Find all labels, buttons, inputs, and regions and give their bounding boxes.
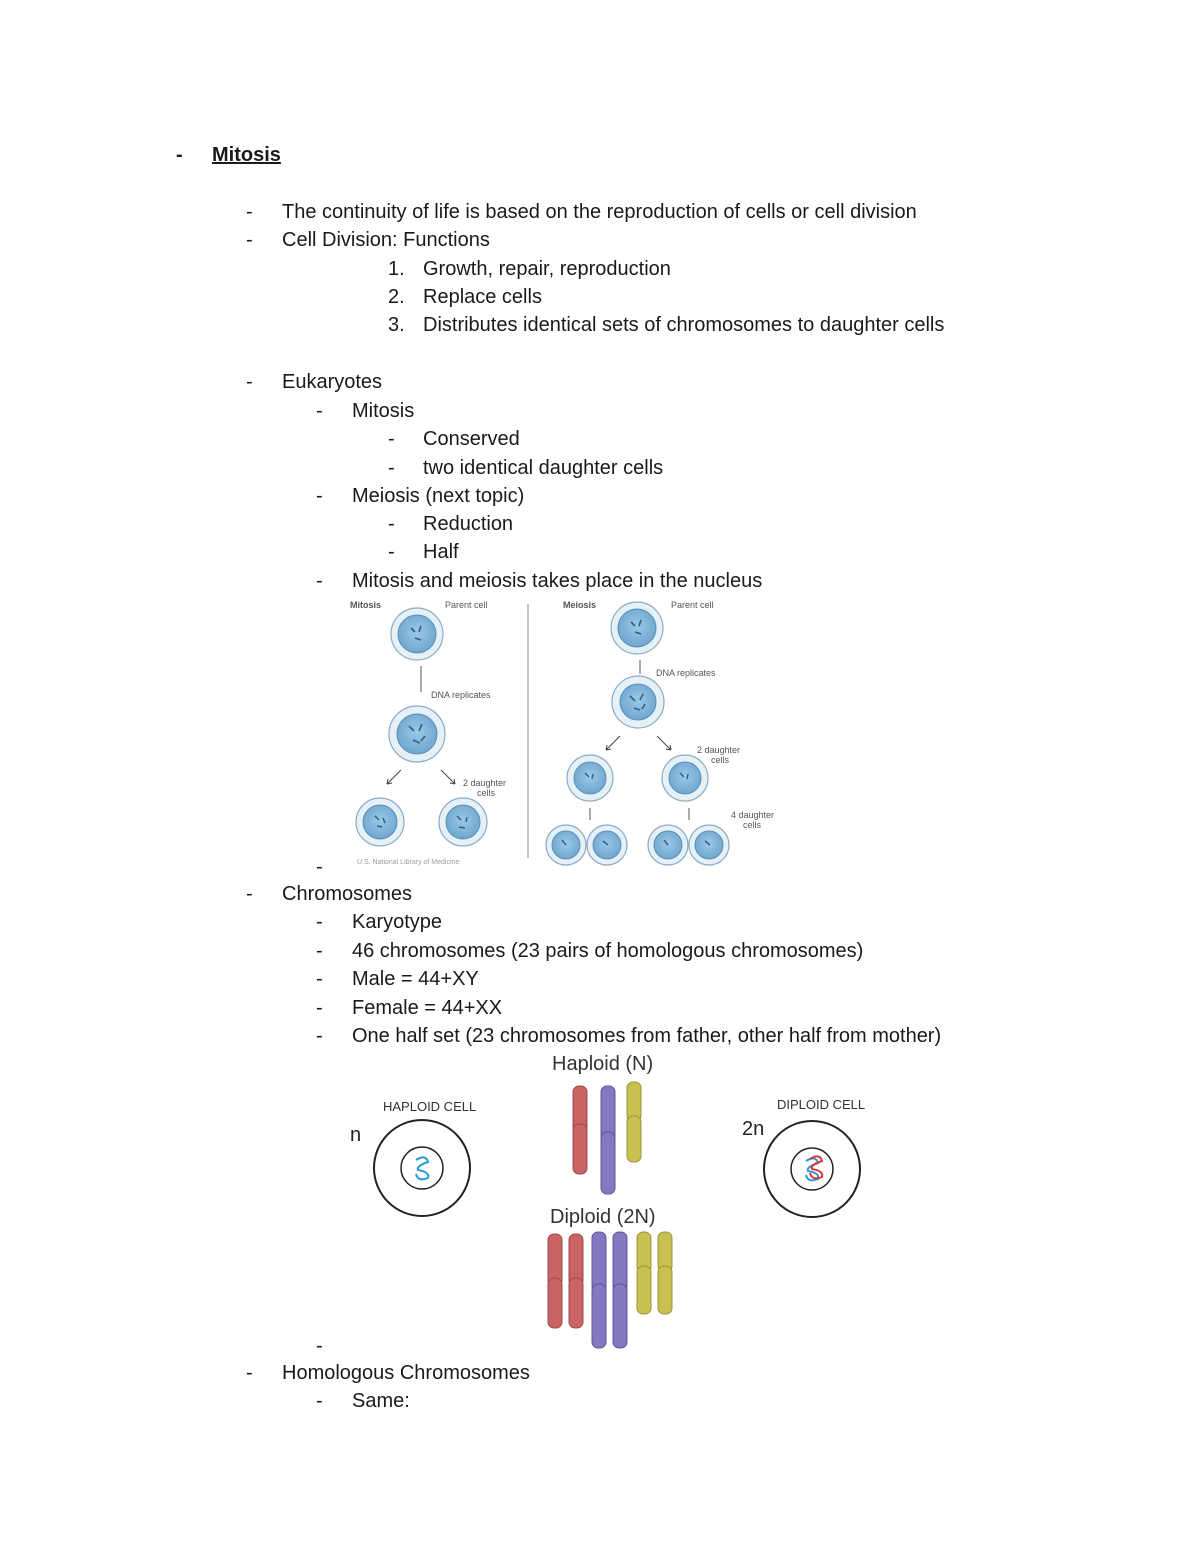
- list-item-chromosomes: Chromosomes: [282, 883, 413, 905]
- haploid-cell-label: HAPLOID CELL: [383, 1099, 476, 1114]
- list-item-female: Female = 44+XX: [352, 997, 503, 1019]
- daughter-cell: [661, 754, 709, 802]
- bullet-dash: -: [246, 1362, 253, 1384]
- bullet-dash: -: [316, 1025, 323, 1047]
- list-item-same: Same:: [352, 1390, 410, 1412]
- bullet-dash: -: [246, 229, 253, 251]
- list-item-eukaryotes: Eukaryotes: [282, 371, 383, 393]
- daughter-cell: [647, 824, 689, 866]
- bullet-dash: -: [316, 856, 323, 878]
- function-number: 3.: [388, 314, 405, 336]
- parent-cell: [390, 607, 444, 661]
- dna-replicates-label: DNA replicates: [656, 668, 716, 678]
- function-item: Replace cells: [423, 286, 542, 308]
- parent-cell-label: Parent cell: [445, 600, 488, 610]
- heading-bullet: -: [176, 144, 183, 166]
- arrow-icon: [440, 769, 456, 785]
- diploid-chromosomes: [547, 1231, 673, 1349]
- arrow-icon: [605, 735, 621, 751]
- list-item-nucleus: Mitosis and meiosis takes place in the n…: [352, 570, 763, 592]
- cells-label: cells: [477, 788, 496, 798]
- image-credit: U.S. National Library of Medicine: [357, 859, 459, 866]
- list-item-continuity: The continuity of life is based on the r…: [282, 201, 917, 223]
- bullet-dash: -: [316, 997, 323, 1019]
- haploid-cell: [373, 1119, 471, 1217]
- parent-cell-label: Parent cell: [671, 600, 714, 610]
- list-item-one-half: One half set (23 chromosomes from father…: [352, 1025, 942, 1047]
- daughter-cell: [355, 797, 405, 847]
- diploid-cell-label: DIPLOID CELL: [777, 1097, 865, 1112]
- haploid-title: Haploid (N): [552, 1053, 653, 1075]
- function-number: 1.: [388, 258, 405, 280]
- list-item-karyotype: Karyotype: [352, 911, 443, 933]
- meiosis-label: Meiosis: [563, 600, 596, 610]
- bullet-dash: -: [316, 940, 323, 962]
- list-item-conserved: Conserved: [423, 428, 520, 450]
- daughter-cell: [438, 797, 488, 847]
- bullet-dash: -: [316, 968, 323, 990]
- haploid-chromosomes: [572, 1081, 642, 1195]
- diploid-title: Diploid (2N): [550, 1206, 656, 1228]
- haploid-diploid-diagram: HAPLOID CELL n Haploid (N) Diploid (2N) …: [350, 1053, 865, 1349]
- daughter-cell: [688, 824, 730, 866]
- bullet-dash: -: [388, 457, 395, 479]
- bullet-dash: -: [388, 541, 395, 563]
- n-label: n: [350, 1124, 361, 1146]
- page-title: Mitosis: [212, 144, 281, 166]
- daughter-cell: [545, 824, 587, 866]
- list-item-two-identical: two identical daughter cells: [423, 457, 664, 479]
- list-item-homologous: Homologous Chromosomes: [282, 1362, 530, 1384]
- function-item: Growth, repair, reproduction: [423, 258, 671, 280]
- function-number: 2.: [388, 286, 405, 308]
- four-daughter-label: 4 daughter: [731, 810, 774, 820]
- bullet-dash: -: [246, 371, 253, 393]
- replicated-cell: [611, 675, 665, 729]
- list-item-mitosis: Mitosis: [352, 400, 415, 422]
- diploid-cell: [763, 1120, 861, 1218]
- list-item-count: 46 chromosomes (23 pairs of homologous c…: [352, 940, 864, 962]
- parent-cell: [610, 601, 664, 655]
- mitosis-meiosis-diagram: Mitosis Parent cell DNA replicates 2 dau…: [350, 600, 774, 866]
- cells-label: cells: [711, 755, 730, 765]
- bullet-dash: -: [388, 513, 395, 535]
- replicated-cell: [388, 705, 446, 763]
- bullet-dash: -: [316, 485, 323, 507]
- arrow-icon: [386, 769, 402, 785]
- two-daughter-label: 2 daughter: [697, 745, 740, 755]
- list-item-half: Half: [423, 541, 459, 563]
- function-item: Distributes identical sets of chromosome…: [423, 314, 945, 336]
- daughter-cell: [586, 824, 628, 866]
- bullet-dash: -: [246, 883, 253, 905]
- two-n-label: 2n: [742, 1118, 764, 1140]
- dna-replicates-label: DNA replicates: [431, 690, 491, 700]
- bullet-dash: -: [388, 428, 395, 450]
- mitosis-label: Mitosis: [350, 600, 381, 610]
- bullet-dash: -: [316, 1390, 323, 1412]
- bullet-dash: -: [316, 911, 323, 933]
- bullet-dash: -: [246, 201, 253, 223]
- bullet-dash: -: [316, 570, 323, 592]
- list-item-reduction: Reduction: [423, 513, 514, 535]
- arrow-icon: [656, 735, 672, 751]
- bullet-dash: -: [316, 1335, 323, 1357]
- list-item-cell-division: Cell Division: Functions: [282, 229, 490, 251]
- two-daughter-label: 2 daughter: [463, 778, 506, 788]
- daughter-cell: [566, 754, 614, 802]
- cells-label: cells: [743, 820, 762, 830]
- list-item-male: Male = 44+XY: [352, 968, 479, 990]
- list-item-meiosis: Meiosis (next topic): [352, 485, 525, 507]
- bullet-dash: -: [316, 400, 323, 422]
